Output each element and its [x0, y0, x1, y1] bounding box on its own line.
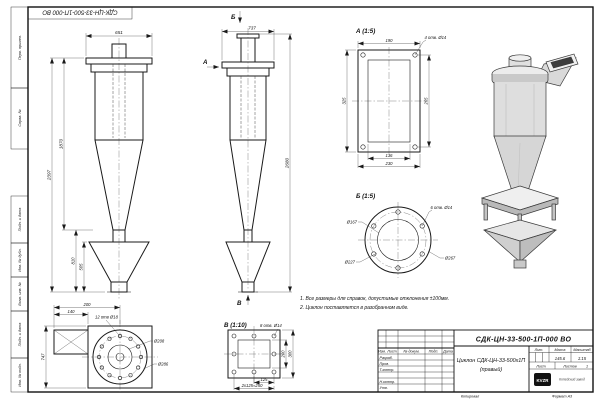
dim-front-outlet: 505 [79, 263, 84, 271]
tb-scale-value: 1:15 [578, 356, 587, 361]
detail-a-dim-left: 325 [342, 97, 347, 105]
tb-row-ncontrol: Н.контр. [380, 380, 396, 384]
tb-scale-label: Масштаб [573, 348, 591, 352]
tb-col-date: Дата [442, 350, 453, 354]
view-v-dim-pitch: 125 [261, 377, 269, 382]
detail-a-title: А (1:5) [355, 28, 375, 35]
volute-bolt-holes [97, 333, 144, 380]
title-block: Изм. Лист № докум. Подп. Дата Разраб. Пр… [377, 329, 594, 399]
margin-col-podp-data-1: Подп. и дата [18, 208, 22, 232]
detail-b-dia-outer: Ø267 [444, 256, 456, 261]
tb-row-developed: Разраб. [380, 356, 393, 360]
side-view: Б А В 737 2680 [202, 11, 292, 307]
tb-sheets-value: 1 [586, 364, 588, 368]
note-line-2: 2. Циклон поставляется в разобранном вид… [299, 305, 409, 311]
dim-front-height-body: 1870 [59, 138, 64, 149]
view-v-dim-span: 2х125=250 [241, 383, 264, 388]
volute-view: 200 140 12 отв Ø18 747 Ø208 Ø286 [41, 302, 169, 392]
volute-dim-duct: 140 [68, 309, 76, 314]
tb-col-doc: № докум. [403, 350, 419, 354]
margin-col-podp-data-2: Подп. и дата [18, 323, 22, 347]
tb-mass-value: 145.6 [555, 356, 566, 361]
technical-notes: 1. Все размеры для справок, допустимые о… [299, 296, 449, 311]
volute-dia-outer: Ø286 [157, 362, 169, 367]
tb-sheets-label: Листов [562, 364, 577, 368]
section-label-b: Б [231, 14, 236, 21]
margin-col-sprav-no: Справ. № [18, 109, 22, 126]
view-v-title: В (1:10) [224, 322, 247, 329]
dim-front-width: 651 [115, 30, 123, 35]
tb-col-sign: Подп. [429, 350, 439, 354]
company-logo-text: KVZR [537, 378, 550, 383]
tb-col-list: Лист [386, 350, 397, 354]
detail-a-dim-right: 265 [424, 97, 429, 106]
dim-front-height-total: 2397 [47, 169, 52, 181]
detail-view-b: Б (1:5) 6 отв. Ø14 Ø167 Ø227 Ø267 [344, 193, 456, 278]
tb-product-variant: (правый) [480, 366, 503, 373]
detail-a-dim-bottom-inner: 136 [386, 153, 394, 158]
section-label-v: В [237, 300, 242, 307]
volute-dim-height: 747 [41, 353, 46, 361]
note-line-1: 1. Все размеры для справок, допустимые о… [300, 296, 449, 302]
detail-a-dim-width: 190 [386, 38, 394, 43]
copied-label: Копировал [461, 395, 479, 399]
view-v-holes-note: 8 отв. Ø14 [260, 323, 282, 328]
dim-side-height: 2680 [285, 157, 290, 169]
detail-b-dia-inner: Ø167 [346, 220, 358, 225]
tb-mass-label: Масса [555, 348, 566, 352]
margin-col-inv-podl: Инв. № подл. [18, 363, 22, 387]
company-name: Копейский завод [559, 378, 585, 382]
margin-col-perv-primen: Перв. примен. [18, 35, 22, 60]
volute-dim-offset: 200 [83, 302, 92, 307]
view-v-dim-inner: 200 [281, 350, 286, 359]
view-v-dim-outer: 300 [288, 350, 293, 358]
front-view: 651 2397 1870 810 505 [47, 30, 153, 300]
tb-row-tcontrol: Т.контр. [380, 368, 395, 372]
volute-dia-inner: Ø208 [153, 339, 165, 344]
sheet-frame: СДК-ЦН-33-500-1П-000 ВО Перв. примен. Сп… [10, 6, 594, 393]
tb-lit-label: Лит. [534, 348, 544, 352]
volute-holes-note: 12 отв Ø18 [95, 315, 119, 320]
margin-col-vzam-inv: Взам. инв. № [18, 282, 22, 305]
stamp-doc-number: СДК-ЦН-33-500-1П-000 ВО [42, 9, 117, 15]
detail-a-holes-note: 4 отв. Ø14 [425, 35, 447, 40]
dim-side-width: 737 [248, 26, 256, 31]
detail-a-dim-bottom-outer: 230 [385, 161, 394, 166]
tb-product-name: Циклон СДК-ЦН-33-500х1П [457, 358, 526, 364]
section-label-a: А [202, 59, 208, 66]
margin-col-inv-dubl: Инв. № дубл. [18, 248, 22, 271]
view-v: В (1:10) 8 отв. Ø14 125 2х125=250 200 30… [224, 322, 295, 391]
tb-sheet-label: Лист [535, 364, 546, 368]
detail-b-dia-bolt: Ø227 [344, 260, 356, 265]
dim-front-bunker: 810 [71, 257, 76, 265]
detail-b-holes-note: 6 отв. Ø14 [431, 205, 453, 210]
company-logo [534, 373, 551, 386]
format-label: Формат А3 [552, 395, 573, 399]
isometric-view [480, 53, 579, 269]
tb-row-checked: Пров. [380, 362, 390, 366]
detail-view-a: А (1:5) 4 отв. Ø14 190 325 265 136 2 [342, 28, 447, 169]
tb-row-approved: Утв. [380, 386, 388, 390]
tb-doc-number: СДК-ЦН-33-500-1П-000 ВО [476, 337, 572, 344]
detail-b-title: Б (1:5) [356, 193, 375, 200]
tb-col-izm: Изм. [378, 350, 386, 354]
